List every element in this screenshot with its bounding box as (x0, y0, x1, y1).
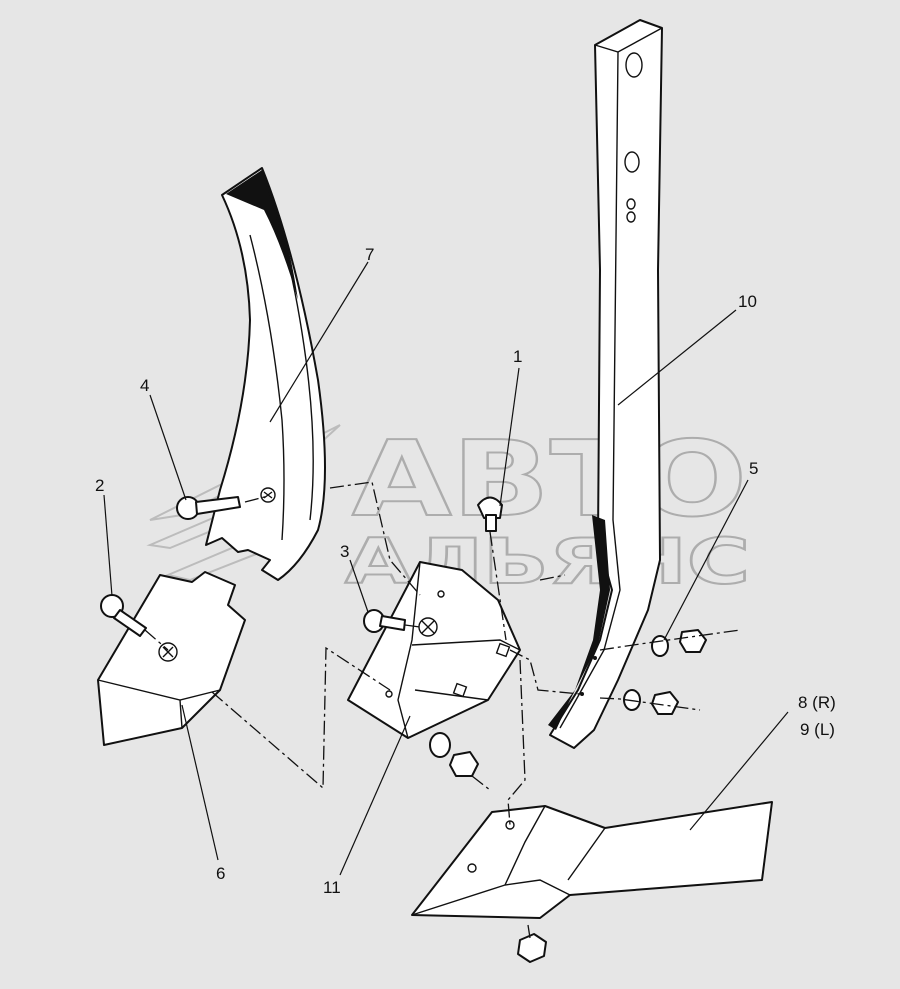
nut-share (517, 933, 547, 963)
plate-part-11 (347, 561, 521, 739)
point-part-6 (97, 571, 246, 746)
deflector-part-7 (205, 167, 326, 581)
bolt-part-1 (477, 496, 503, 532)
washer-nut-set-11 (429, 732, 479, 777)
callout-4: 4 (140, 376, 149, 395)
bolt-part-4 (176, 496, 241, 520)
callout-1: 1 (513, 347, 522, 366)
callout-11: 11 (323, 878, 341, 897)
callout-10: 10 (738, 292, 757, 311)
callout-5: 5 (749, 459, 758, 478)
watermark-line2: АЛЬЯНС (345, 525, 750, 598)
assembly-lines (144, 481, 741, 939)
callout-9: 9 (L) (800, 720, 835, 739)
share-part-8-9 (411, 801, 773, 919)
shank-part-10 (548, 19, 663, 749)
callout-labels: 1 2 3 4 5 6 7 8 (R) 9 (L) 10 11 (95, 245, 836, 897)
leader-lines (103, 261, 789, 876)
callout-2: 2 (95, 476, 104, 495)
watermark-line1: АВТО (352, 418, 747, 540)
watermark-logo: АВТО АЛЬЯНС (146, 417, 751, 599)
callout-7: 7 (365, 245, 374, 264)
callout-6: 6 (216, 864, 225, 883)
bolt-part-2 (100, 594, 147, 637)
callout-3: 3 (340, 542, 349, 561)
callout-8: 8 (R) (798, 693, 836, 712)
bolt-part-3 (363, 609, 438, 637)
